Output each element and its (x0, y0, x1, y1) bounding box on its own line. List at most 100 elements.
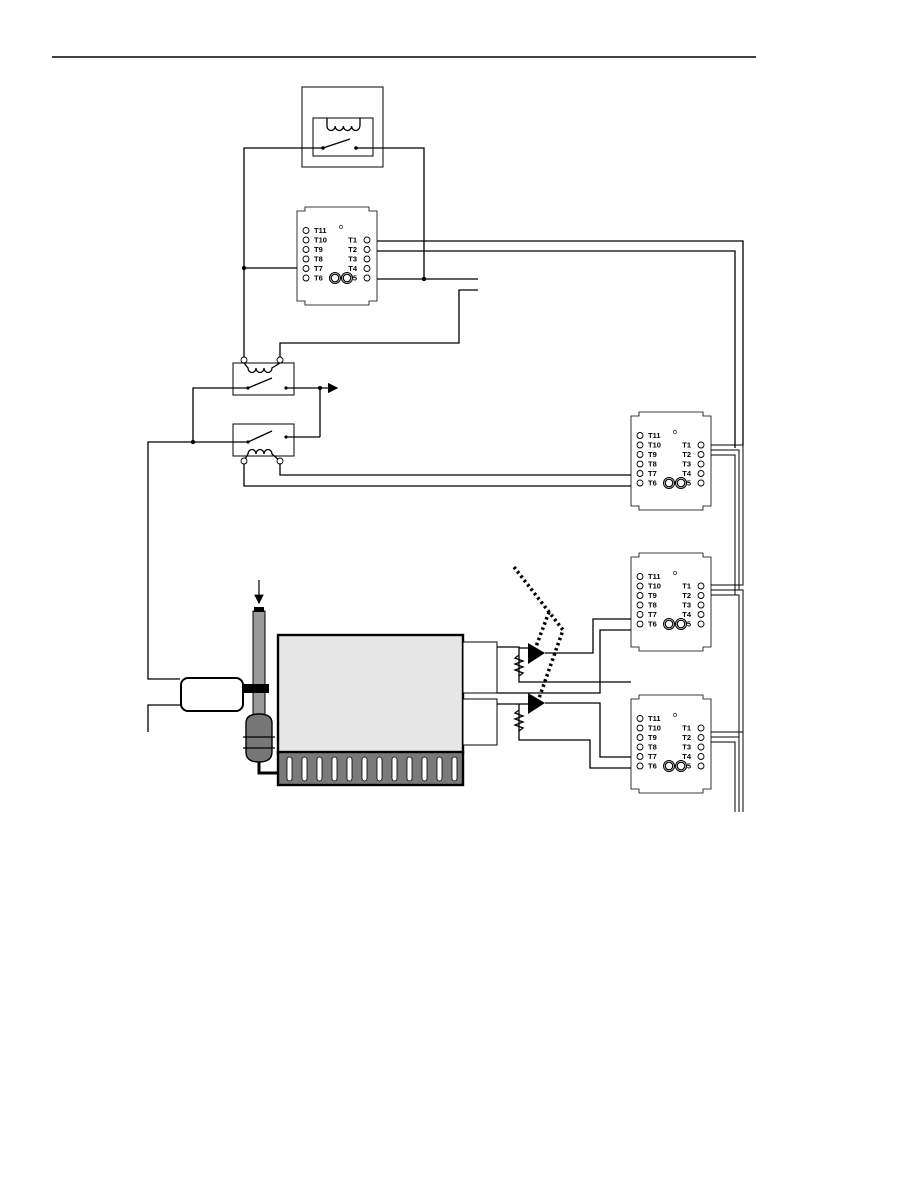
terminal-label: T11 (648, 431, 661, 440)
coil-icon (243, 362, 281, 374)
terminal-hole (636, 611, 644, 618)
terminal-label: T3 (682, 601, 691, 610)
dotted-path (532, 611, 551, 653)
terminal-hole (697, 582, 705, 590)
terminal-label: T2 (682, 591, 691, 600)
sensor-triangle-icon (528, 693, 545, 714)
terminal-hole (636, 479, 644, 487)
coil-icon (326, 118, 361, 132)
terminal-hole (636, 470, 644, 477)
terminal-label: T1 (348, 236, 357, 245)
terminal-label: T4 (682, 469, 692, 478)
terminal-label: T10 (648, 441, 661, 450)
terminal-label: T11 (648, 572, 661, 581)
terminal-hole (636, 753, 644, 760)
terminal-hole (697, 753, 705, 760)
terminal-hole (697, 592, 705, 599)
terminal-label: T1 (682, 582, 691, 591)
valve-assembly (180, 580, 278, 775)
terminal-label: T8 (648, 743, 657, 752)
terminal-hole (636, 460, 644, 468)
terminal-label: T4 (682, 610, 692, 619)
terminal-label: T9 (648, 733, 657, 742)
terminal-module: T11T10T9T8T7T6T1T2T3T4T5 (296, 206, 378, 306)
terminal-label: T10 (314, 236, 327, 245)
terminal-label: T7 (314, 264, 323, 273)
terminal-hole (636, 743, 644, 751)
terminal-hole (363, 265, 371, 272)
dotted-path (512, 565, 565, 705)
terminal-label: T7 (648, 752, 657, 761)
terminal-label: T7 (648, 610, 657, 619)
terminal-label: T6 (314, 274, 323, 283)
terminal-hole (363, 274, 371, 282)
terminal-hole (697, 620, 705, 628)
terminal-label: T6 (648, 620, 657, 629)
terminal-label: T9 (648, 591, 657, 600)
relay-b (232, 423, 295, 465)
top-relay-enclosure (301, 86, 384, 168)
terminal-hole (697, 451, 705, 458)
sensor-triangle-icon (528, 643, 545, 664)
terminal-hole (363, 255, 371, 263)
terminal-hole (636, 620, 644, 628)
terminal-hole (636, 762, 644, 770)
terminal-hole (697, 601, 705, 609)
terminal-label: T3 (682, 743, 691, 752)
terminal-label: T11 (314, 226, 327, 235)
terminal-label: T8 (648, 460, 657, 469)
terminal-label: T6 (648, 479, 657, 488)
terminal-hole (363, 246, 371, 253)
terminal-label: T4 (348, 264, 358, 273)
terminal-hole (363, 236, 371, 244)
terminal-hole (302, 236, 310, 244)
terminal-hole (636, 451, 644, 458)
terminal-label: T3 (348, 255, 357, 264)
terminal-module: T11T10T9T8T7T6T1T2T3T4T5 (630, 552, 712, 652)
terminal-hole (697, 724, 705, 732)
terminal-label: T8 (314, 255, 323, 264)
fin-row (286, 756, 458, 782)
terminal-hole (302, 274, 310, 282)
terminal-hole (302, 255, 310, 263)
terminal-hole (636, 715, 644, 722)
terminal-hole (302, 246, 310, 253)
terminal-hole (636, 734, 644, 741)
terminal-label: T8 (648, 601, 657, 610)
terminal-hole (636, 441, 644, 449)
terminal-label: T9 (648, 450, 657, 459)
terminal-label: T2 (682, 733, 691, 742)
terminal-label: T1 (682, 441, 691, 450)
terminal-module: T11T10T9T8T7T6T1T2T3T4T5 (630, 411, 712, 511)
terminal-label: T10 (648, 724, 661, 733)
terminal-hole (697, 460, 705, 468)
terminal-hole (697, 470, 705, 477)
terminal-label: T11 (648, 714, 661, 723)
relay-a (232, 356, 295, 396)
terminal-hole (636, 432, 644, 439)
terminal-label: T6 (648, 762, 657, 771)
terminal-hole (697, 441, 705, 449)
terminal-hole (302, 265, 310, 272)
terminal-hole (636, 601, 644, 609)
terminal-module: T11T10T9T8T7T6T1T2T3T4T5 (630, 694, 712, 794)
terminal-hole (636, 724, 644, 732)
terminal-label: T9 (314, 245, 323, 254)
terminal-hole (697, 479, 705, 487)
coil-icon (243, 448, 281, 462)
terminal-label: T4 (682, 752, 692, 761)
terminal-hole (697, 743, 705, 751)
machine-housing (276, 633, 498, 787)
terminal-hole (302, 227, 310, 234)
terminal-label: T7 (648, 469, 657, 478)
terminal-label: T10 (648, 582, 661, 591)
terminal-label: T1 (682, 724, 691, 733)
terminal-hole (697, 762, 705, 770)
terminal-hole (697, 734, 705, 741)
terminal-hole (636, 582, 644, 590)
terminal-hole (636, 592, 644, 599)
terminal-label: T3 (682, 460, 691, 469)
terminal-label: T2 (348, 245, 357, 254)
terminal-label: T2 (682, 450, 691, 459)
